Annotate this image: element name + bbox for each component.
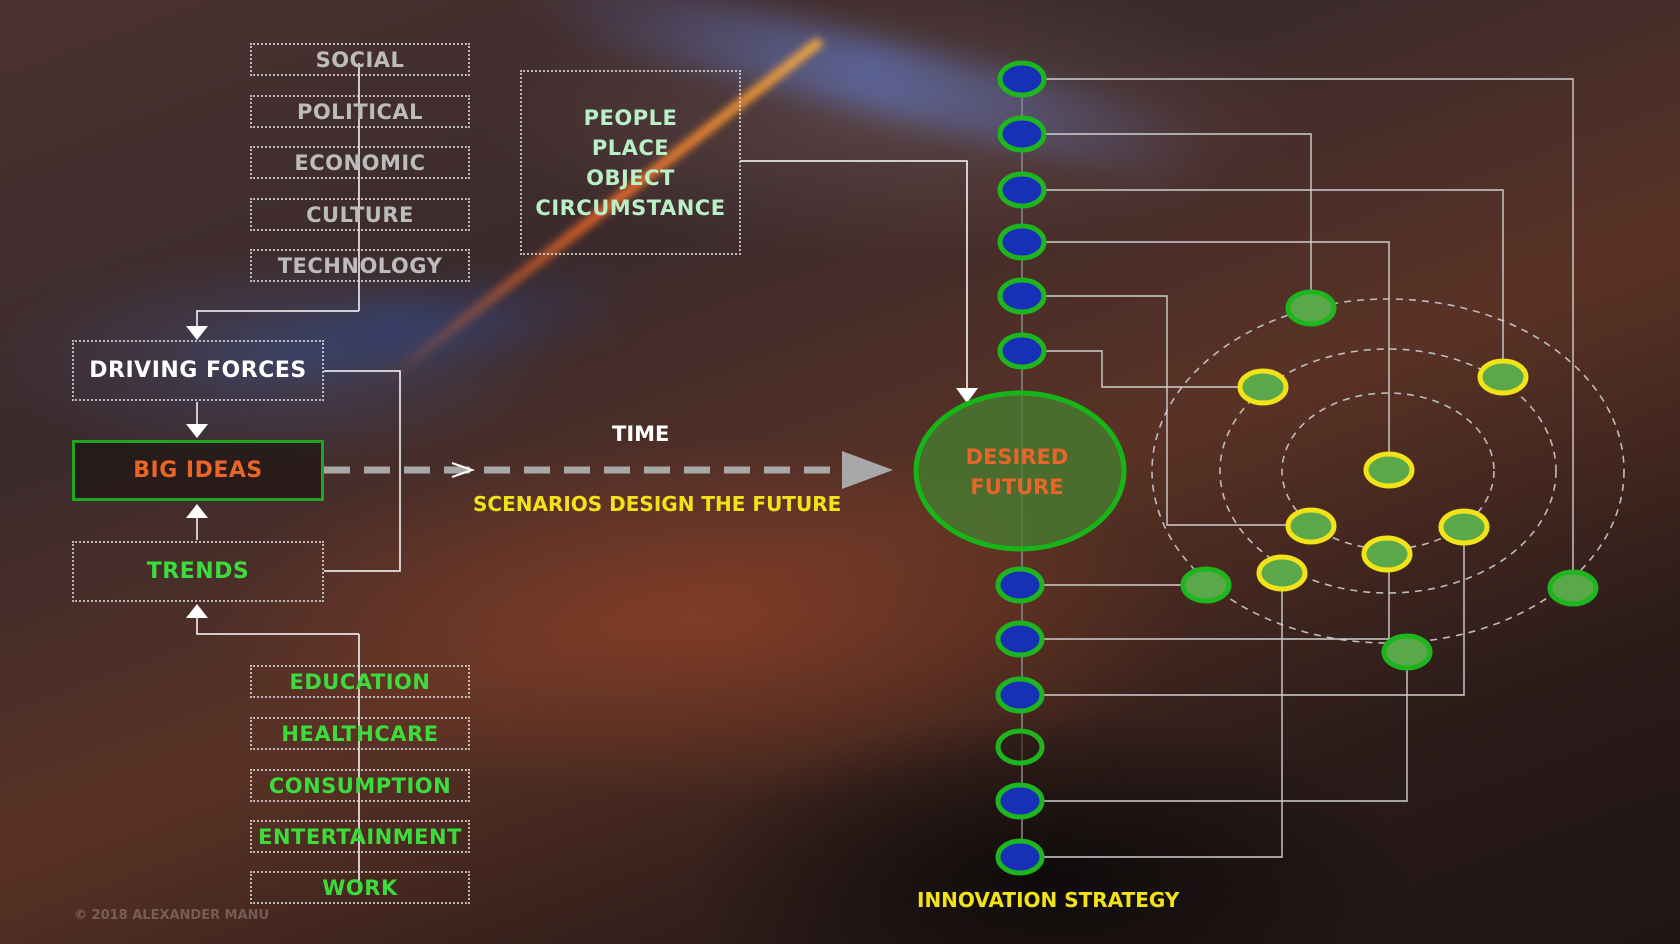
orbit-outer <box>1151 298 1625 644</box>
link-5 <box>1022 295 1311 526</box>
force-label: ECONOMIC <box>294 150 426 175</box>
context-to-future-connector <box>740 160 968 390</box>
innovation-strategy-label: INNOVATION STRATEGY <box>917 888 1180 912</box>
domain-label: EDUCATION <box>289 669 431 694</box>
satellite-green <box>1547 569 1599 607</box>
satellite-yellow <box>1285 507 1337 545</box>
satellite-yellow <box>1438 508 1490 546</box>
satellite-green <box>1381 633 1433 671</box>
link-2 <box>1022 133 1312 307</box>
satellite-green <box>1180 566 1232 604</box>
force-label: SOCIAL <box>315 47 405 72</box>
scenarios-label: SCENARIOS DESIGN THE FUTURE <box>473 492 842 516</box>
big-ideas-box: BIG IDEAS <box>72 440 324 501</box>
time-label: TIME <box>612 422 670 446</box>
domain-box-entertainment: ENTERTAINMENT <box>250 820 470 853</box>
driving-forces-label: DRIVING FORCES <box>89 358 307 383</box>
force-box-culture: CULTURE <box>250 198 470 231</box>
context-line-circumstance: CIRCUMSTANCE <box>535 195 726 220</box>
link-3 <box>1022 189 1504 376</box>
arrow-up-to-trends <box>186 604 208 618</box>
spine-nodes <box>995 60 1047 876</box>
spine-node <box>995 566 1045 604</box>
orbit-middle <box>1219 348 1557 594</box>
satellite-yellow <box>1361 535 1413 573</box>
context-line-place: PLACE <box>591 135 670 160</box>
domain-box-work: WORK <box>250 871 470 904</box>
domain-box-education: EDUCATION <box>250 665 470 698</box>
spine-node <box>997 277 1047 315</box>
arrow-to-driving-forces <box>186 326 208 340</box>
spine-node <box>997 60 1047 98</box>
domain-label: HEALTHCARE <box>281 721 439 746</box>
desired-future-ellipse <box>913 390 1127 552</box>
context-line-people: PEOPLE <box>583 105 678 130</box>
arrow-to-desired-future <box>956 388 978 403</box>
spine-node <box>997 115 1047 153</box>
bracket-connector <box>324 370 401 572</box>
desired-future-line: DESIRED <box>965 445 1069 469</box>
time-arrowhead <box>842 451 893 489</box>
link-9 <box>1022 527 1465 696</box>
context-box: PEOPLE PLACE OBJECT CIRCUMSTANCE <box>520 70 741 255</box>
forces-to-driving-connector <box>196 310 359 327</box>
spine-node <box>997 332 1047 370</box>
desired-future-label: DESIRED FUTURE <box>952 442 1082 502</box>
trends-box: TRENDS <box>72 541 324 602</box>
force-box-technology: TECHNOLOGY <box>250 249 470 282</box>
domains-to-trends-connector <box>196 618 359 635</box>
spine-node <box>995 676 1045 714</box>
force-box-political: POLITICAL <box>250 95 470 128</box>
force-label: CULTURE <box>306 202 414 227</box>
driving-forces-box: DRIVING FORCES <box>72 340 324 401</box>
force-label: TECHNOLOGY <box>277 253 443 278</box>
big-ideas-label: BIG IDEAS <box>133 458 263 483</box>
arrow-up-to-big-ideas <box>186 504 208 518</box>
domain-box-consumption: CONSUMPTION <box>250 769 470 802</box>
domain-box-healthcare: HEALTHCARE <box>250 717 470 750</box>
spine-node <box>997 171 1047 209</box>
link-11 <box>1022 573 1283 858</box>
link-4 <box>1022 241 1390 470</box>
time-small-arrowhead <box>451 462 476 478</box>
spine-node <box>995 620 1045 658</box>
domain-label: WORK <box>322 875 398 900</box>
spine-node-empty <box>995 728 1045 766</box>
domain-label: CONSUMPTION <box>268 773 452 798</box>
link-1 <box>1022 78 1574 588</box>
copyright-watermark: © 2018 ALEXANDER MANU <box>74 908 270 923</box>
satellite-green <box>1285 289 1337 327</box>
spine-node <box>995 782 1045 820</box>
spine-node <box>995 838 1045 876</box>
spine-node <box>997 223 1047 261</box>
link-6 <box>1022 350 1263 388</box>
satellite-yellow-center <box>1363 451 1415 489</box>
force-label: POLITICAL <box>296 99 424 124</box>
force-box-social: SOCIAL <box>250 43 470 76</box>
satellite-yellow <box>1256 554 1308 592</box>
satellite-yellow <box>1477 358 1529 396</box>
link-10 <box>1022 654 1408 802</box>
trends-label: TRENDS <box>146 559 250 584</box>
context-line-object: OBJECT <box>586 165 675 190</box>
domain-label: ENTERTAINMENT <box>258 824 462 849</box>
force-box-economic: ECONOMIC <box>250 146 470 179</box>
desired-future-line: FUTURE <box>970 475 1064 499</box>
arrow-to-big-ideas <box>186 424 208 438</box>
satellite-yellow <box>1237 368 1289 406</box>
